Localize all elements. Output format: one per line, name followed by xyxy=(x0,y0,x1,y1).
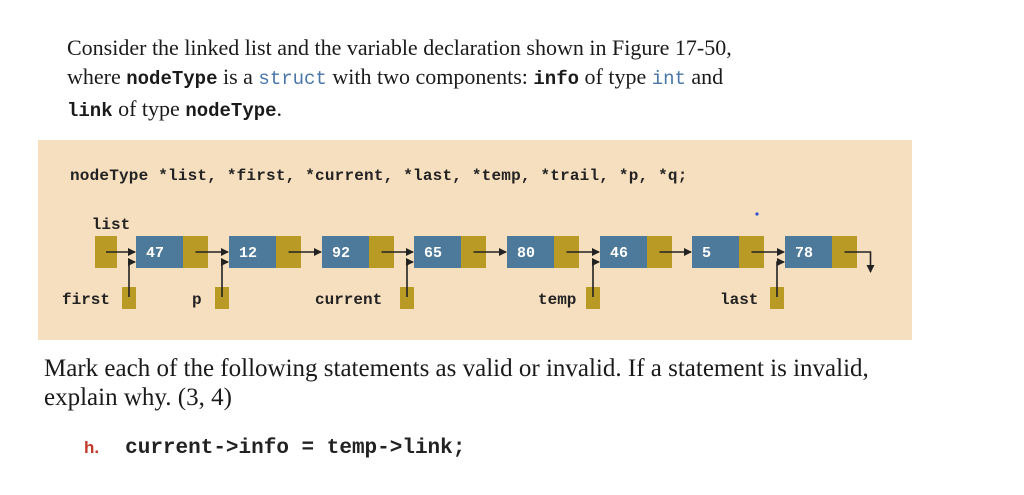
code-keyword: struct xyxy=(258,68,327,90)
p-label: p xyxy=(192,291,202,309)
temp-pointer-box xyxy=(586,287,600,309)
node-value: 47 xyxy=(146,245,164,262)
node-value: 80 xyxy=(517,245,535,262)
instructions: Mark each of the following statements as… xyxy=(44,355,869,411)
intro-text: and xyxy=(685,64,724,89)
code-term: nodeType xyxy=(126,68,218,90)
intro-text: . xyxy=(276,96,283,121)
node-info-cell xyxy=(229,236,276,268)
last-label: last xyxy=(720,291,758,309)
null-arrow xyxy=(844,251,875,273)
node-info-cell xyxy=(600,236,647,268)
intro-line-1: Consider the linked list and the variabl… xyxy=(67,35,732,60)
current-arrow xyxy=(406,258,414,297)
code-term: nodeType xyxy=(185,100,277,122)
node-value: 46 xyxy=(610,245,628,262)
list-label: list xyxy=(92,216,130,234)
variable-declaration: nodeType *list, *first, *current, *last,… xyxy=(70,167,688,185)
p-pointer-box xyxy=(215,287,229,309)
item-letter: h. xyxy=(84,438,100,457)
intro-text: with two components: xyxy=(326,64,534,89)
node-value: 65 xyxy=(424,245,442,262)
intro-text: is a xyxy=(217,64,259,89)
node-info-cell xyxy=(136,236,183,268)
exercise-item-h: h. current->info = temp->link; xyxy=(84,437,465,460)
item-code: current->info = temp->link; xyxy=(125,437,466,460)
temp-arrow xyxy=(592,258,600,297)
first-arrow xyxy=(128,258,136,297)
stray-dot xyxy=(755,212,759,216)
node-value: 78 xyxy=(795,245,813,262)
node-value: 5 xyxy=(702,245,711,262)
code-term: info xyxy=(533,68,579,90)
intro-text: where xyxy=(67,64,127,89)
node-info-cell xyxy=(692,236,739,268)
last-arrow xyxy=(776,258,785,297)
first-label: first xyxy=(62,291,110,309)
node-info-cell xyxy=(414,236,461,268)
intro-text: of type xyxy=(112,96,186,121)
intro-paragraph: Consider the linked list and the variabl… xyxy=(67,33,867,126)
node-info-cell xyxy=(785,236,832,268)
code-term: link xyxy=(67,100,113,122)
node-info-cell xyxy=(507,236,554,268)
intro-text: of type xyxy=(579,64,652,89)
node-value: 92 xyxy=(332,245,350,262)
current-pointer-box xyxy=(400,287,414,309)
code-keyword: int xyxy=(651,68,686,90)
last-pointer-box xyxy=(770,287,784,309)
p-arrow xyxy=(221,258,229,297)
node-value: 12 xyxy=(239,245,257,262)
first-pointer-box xyxy=(122,287,136,309)
current-label: current xyxy=(315,291,382,309)
temp-label: temp xyxy=(538,291,576,309)
node-info-cell xyxy=(322,236,369,268)
